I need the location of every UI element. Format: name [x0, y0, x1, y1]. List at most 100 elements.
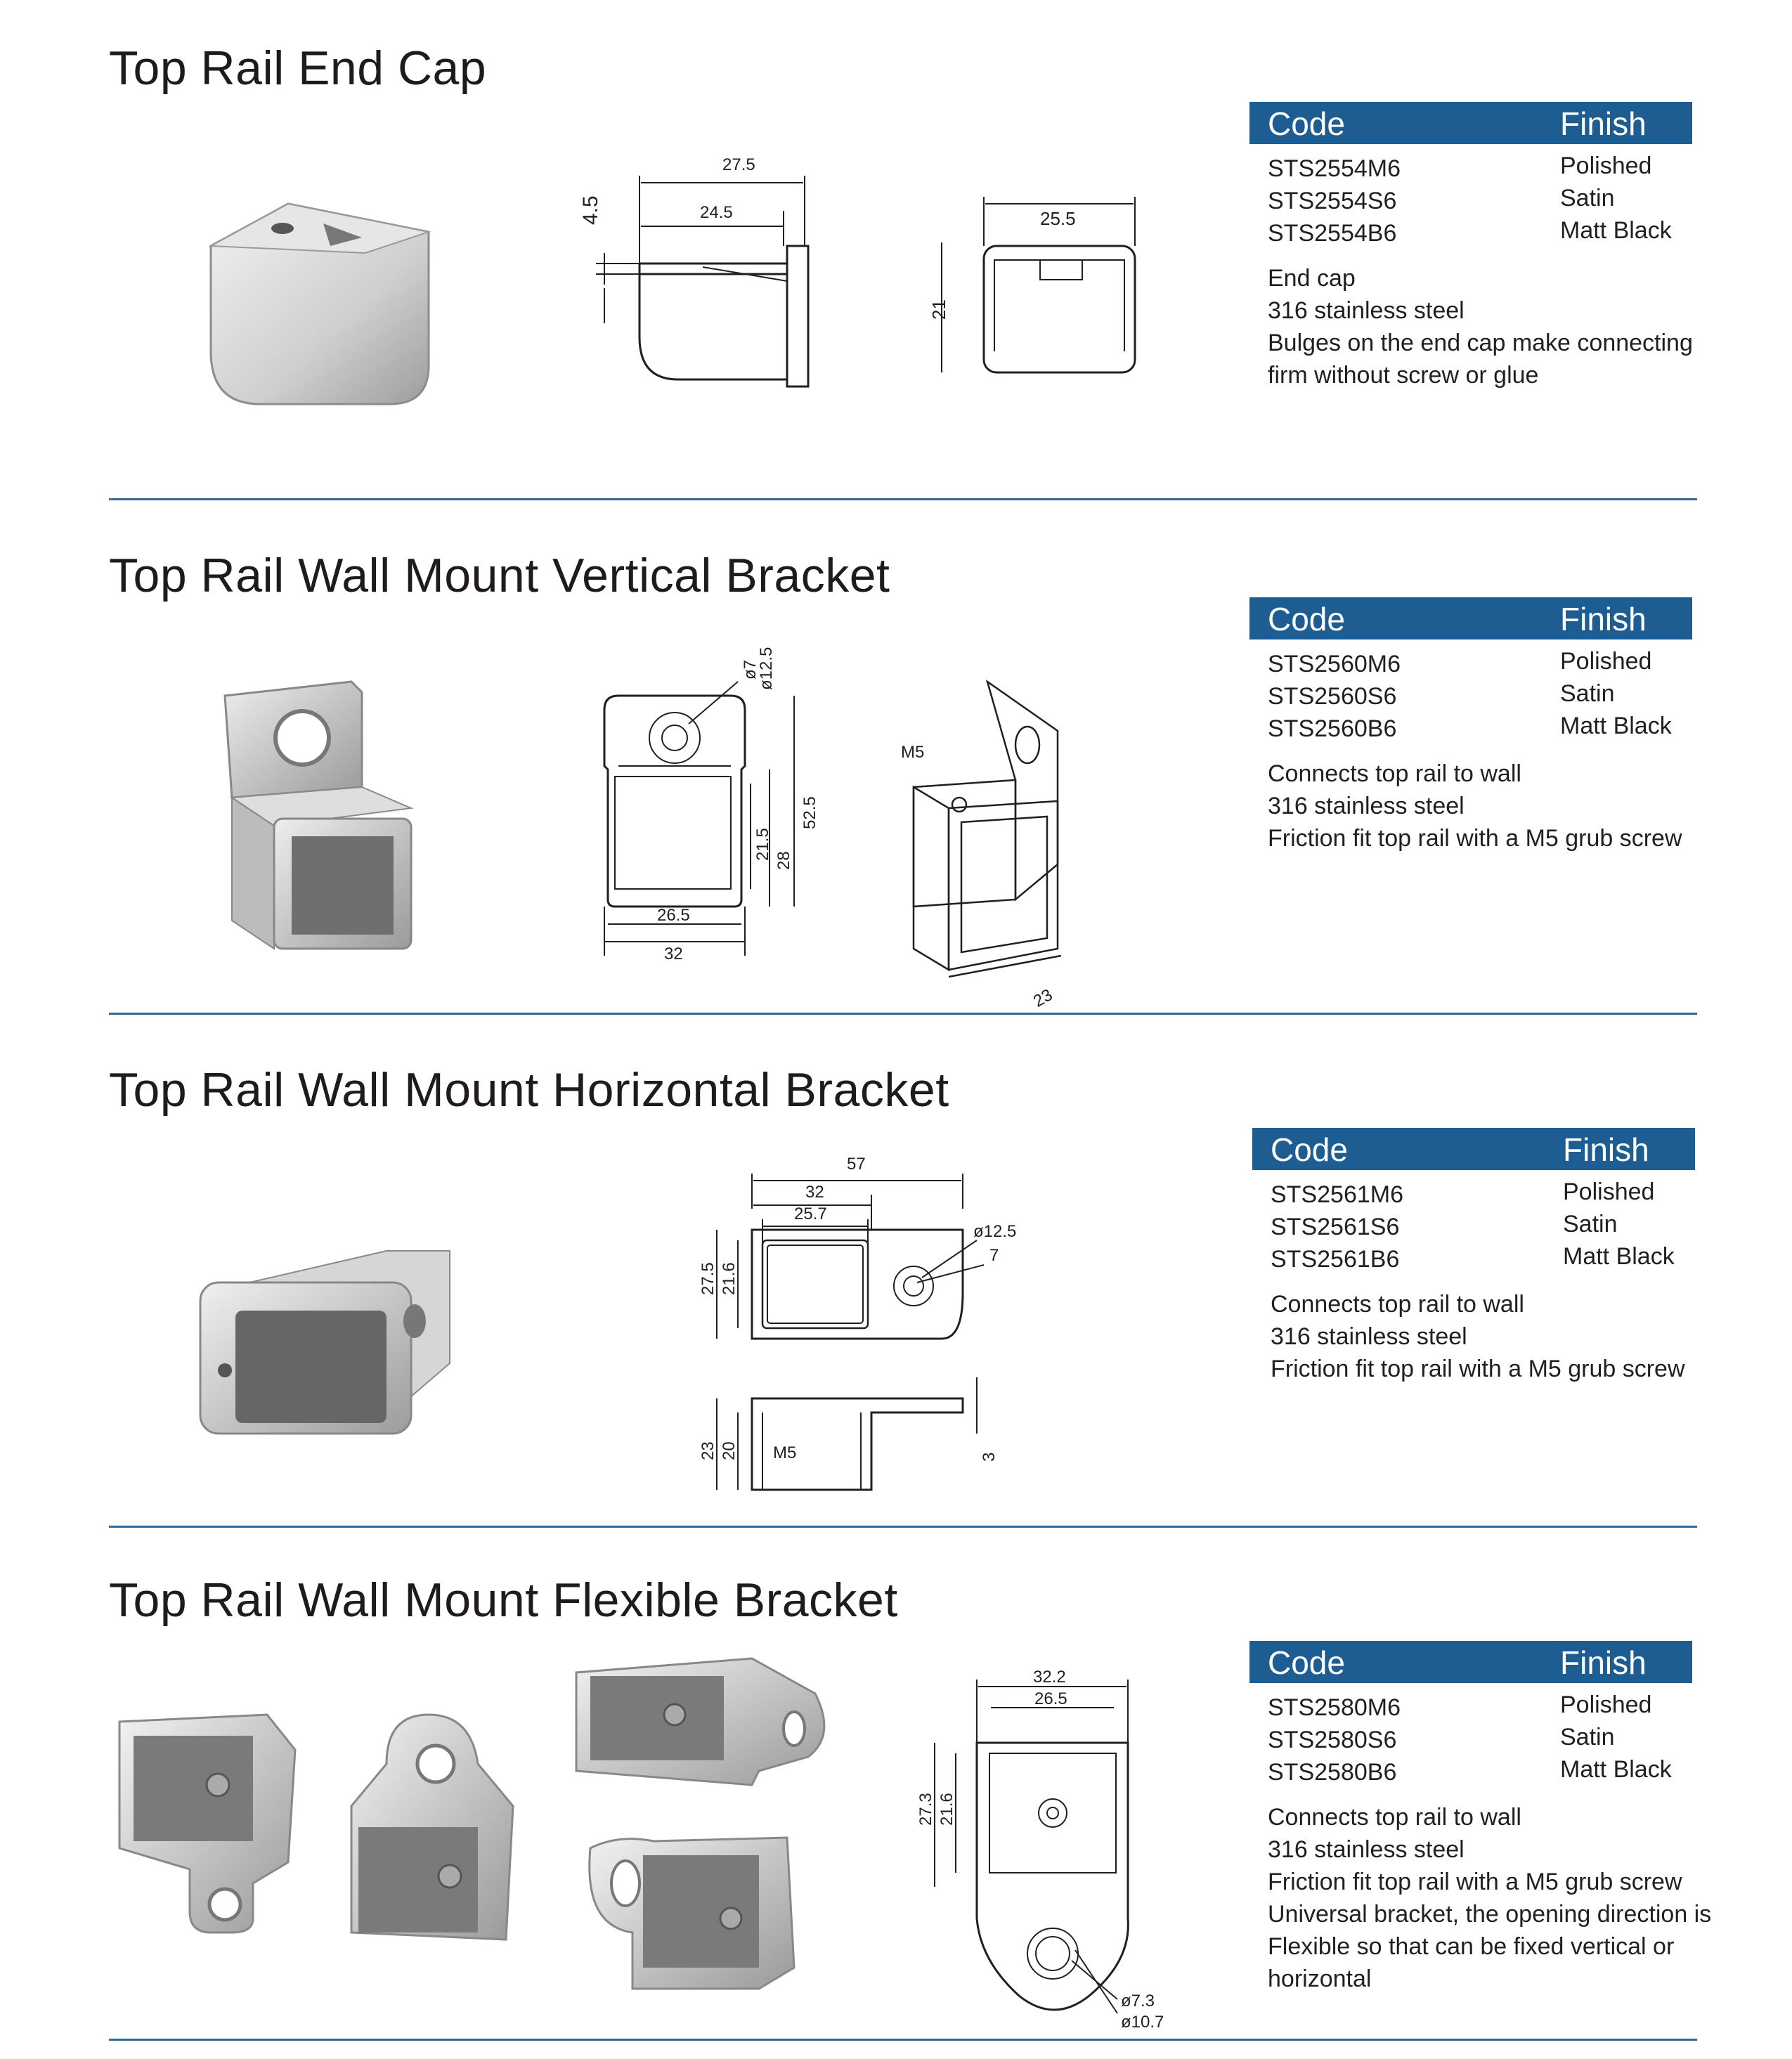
dim-27-5: 27.5: [699, 1262, 718, 1295]
note: Connects top rail to wall: [1271, 1291, 1524, 1318]
dim-hole-outer: ø10.7: [1121, 2013, 1164, 2032]
dim-4-5: 4.5: [579, 195, 602, 225]
dim-hole-inner: ø7.3: [1121, 1992, 1155, 2011]
dim-52-5: 52.5: [800, 796, 819, 829]
dim-27-5: 27.5: [722, 155, 755, 174]
dim-23: 23: [1030, 985, 1056, 1011]
code-header: Code: [1268, 105, 1345, 142]
dim-27-3: 27.3: [916, 1793, 935, 1826]
spec-table-horizontal: Code Finish STS2561M6 Polished STS2561S6 S…: [1252, 1128, 1695, 1385]
dim-hole-small: ø7: [741, 660, 760, 680]
flexible-bracket-photo-3: [575, 1657, 826, 1786]
horizontal-bracket-side-drawing: 23 20 M5 3: [699, 1377, 999, 1491]
table-header: Code Finish: [1249, 102, 1692, 144]
note: 316 stainless steel: [1268, 793, 1465, 819]
code-cell: STS2554S6: [1268, 188, 1397, 214]
dim-25-5: 25.5: [1040, 208, 1076, 229]
section-flexible-bracket: Top Rail Wall Mount Flexible Bracket: [0, 1532, 1792, 2059]
flexible-bracket-photo-4: [588, 1836, 796, 1990]
dim-3: 3: [980, 1453, 999, 1462]
table-row: STS2561M6 Polished: [1252, 1178, 1695, 1211]
table-row: STS2560B6 Matt Black: [1249, 713, 1692, 745]
dim-32: 32: [664, 944, 683, 963]
table-header: Code Finish: [1249, 1641, 1692, 1683]
note: horizontal: [1268, 1966, 1372, 1992]
end-cap-front-drawing: 25.5 21: [928, 197, 1136, 374]
code-header: Code: [1268, 1644, 1345, 1681]
note: 316 stainless steel: [1271, 1323, 1467, 1350]
flexible-bracket-photo-2: [350, 1713, 514, 1941]
section-divider: [109, 1526, 1697, 1528]
dim-57: 57: [847, 1155, 866, 1174]
section-divider: [109, 1013, 1697, 1015]
finish-cell: Polished: [1560, 152, 1652, 179]
table-header: Code Finish: [1252, 1128, 1695, 1170]
horizontal-bracket-photo: [199, 1250, 450, 1435]
finish-header: Finish: [1560, 105, 1647, 142]
dim-21-6: 21.6: [937, 1793, 956, 1826]
dim-20: 20: [720, 1441, 739, 1460]
finish-header: Finish: [1563, 1131, 1649, 1168]
note: Friction fit top rail with a M5 grub scr…: [1268, 1869, 1682, 1895]
finish-cell: Polished: [1560, 648, 1652, 675]
note: Bulges on the end cap make connecting: [1268, 330, 1693, 356]
code-header: Code: [1268, 601, 1345, 637]
code-cell: STS2560S6: [1268, 683, 1397, 710]
dim-24-5: 24.5: [700, 203, 733, 222]
table-row: STS2580B6 Matt Black: [1249, 1756, 1692, 1788]
note: End cap: [1268, 265, 1356, 292]
finish-cell: Matt Black: [1560, 713, 1672, 739]
table-row: STS2554M6 Polished: [1249, 152, 1692, 185]
dim-25-7: 25.7: [794, 1204, 827, 1223]
note: Flexible so that can be fixed vertical o…: [1268, 1933, 1675, 1960]
section-title: Top Rail Wall Mount Flexible Bracket: [109, 1573, 898, 1627]
dim-26-5: 26.5: [1034, 1689, 1067, 1708]
section-end-cap: Top Rail End Cap 27.5 24.5 4.5: [0, 0, 1792, 506]
finish-cell: Matt Black: [1563, 1243, 1675, 1270]
note: 316 stainless steel: [1268, 1836, 1465, 1863]
dim-21-5: 21.5: [753, 828, 772, 861]
code-cell: STS2554M6: [1268, 155, 1401, 182]
finish-cell: Matt Black: [1560, 217, 1672, 244]
code-cell: STS2560B6: [1268, 715, 1397, 742]
code-cell: STS2580M6: [1268, 1694, 1401, 1721]
code-cell: STS2561M6: [1271, 1181, 1403, 1208]
section-title: Top Rail End Cap: [109, 41, 487, 95]
note: Connects top rail to wall: [1268, 1804, 1521, 1831]
finish-cell: Matt Black: [1560, 1756, 1672, 1783]
flexible-bracket-drawing: 32.2 26.5 27.3 21.6 ø7.3 ø10.7: [916, 1668, 1164, 2032]
code-cell: STS2561S6: [1271, 1214, 1400, 1240]
vertical-bracket-photo: [223, 680, 414, 950]
section-divider: [109, 498, 1697, 500]
dim-21-6: 21.6: [720, 1262, 739, 1295]
dim-hole-small: 7: [989, 1246, 999, 1265]
vertical-bracket-front-drawing: ø7 ø12.5 52.5 28 21.5 26.5 32: [603, 647, 819, 963]
section-title: Top Rail Wall Mount Vertical Bracket: [109, 549, 890, 602]
note: Universal bracket, the opening direction…: [1268, 1901, 1712, 1928]
vertical-bracket-iso-drawing: M5 23: [901, 679, 1062, 1011]
note: Friction fit top rail with a M5 grub scr…: [1271, 1356, 1685, 1382]
dim-23: 23: [699, 1441, 718, 1460]
note: Friction fit top rail with a M5 grub scr…: [1268, 825, 1682, 852]
flexible-bracket-photo-1: [118, 1713, 297, 1934]
finish-cell: Satin: [1560, 680, 1615, 707]
table-row: STS2580S6 Satin: [1249, 1724, 1692, 1756]
code-cell: STS2580S6: [1268, 1727, 1397, 1753]
dim-28: 28: [774, 851, 793, 870]
end-cap-photo: [208, 202, 431, 405]
finish-cell: Polished: [1563, 1178, 1655, 1205]
dim-32-2: 32.2: [1033, 1668, 1066, 1687]
finish-header: Finish: [1560, 601, 1647, 637]
finish-cell: Satin: [1560, 1724, 1615, 1751]
finish-header: Finish: [1560, 1644, 1647, 1681]
section-title: Top Rail Wall Mount Horizontal Bracket: [109, 1063, 949, 1117]
code-cell: STS2580B6: [1268, 1759, 1397, 1786]
end-cap-side-drawing: 27.5 24.5 4.5: [579, 155, 810, 388]
dim-21: 21: [928, 299, 949, 320]
